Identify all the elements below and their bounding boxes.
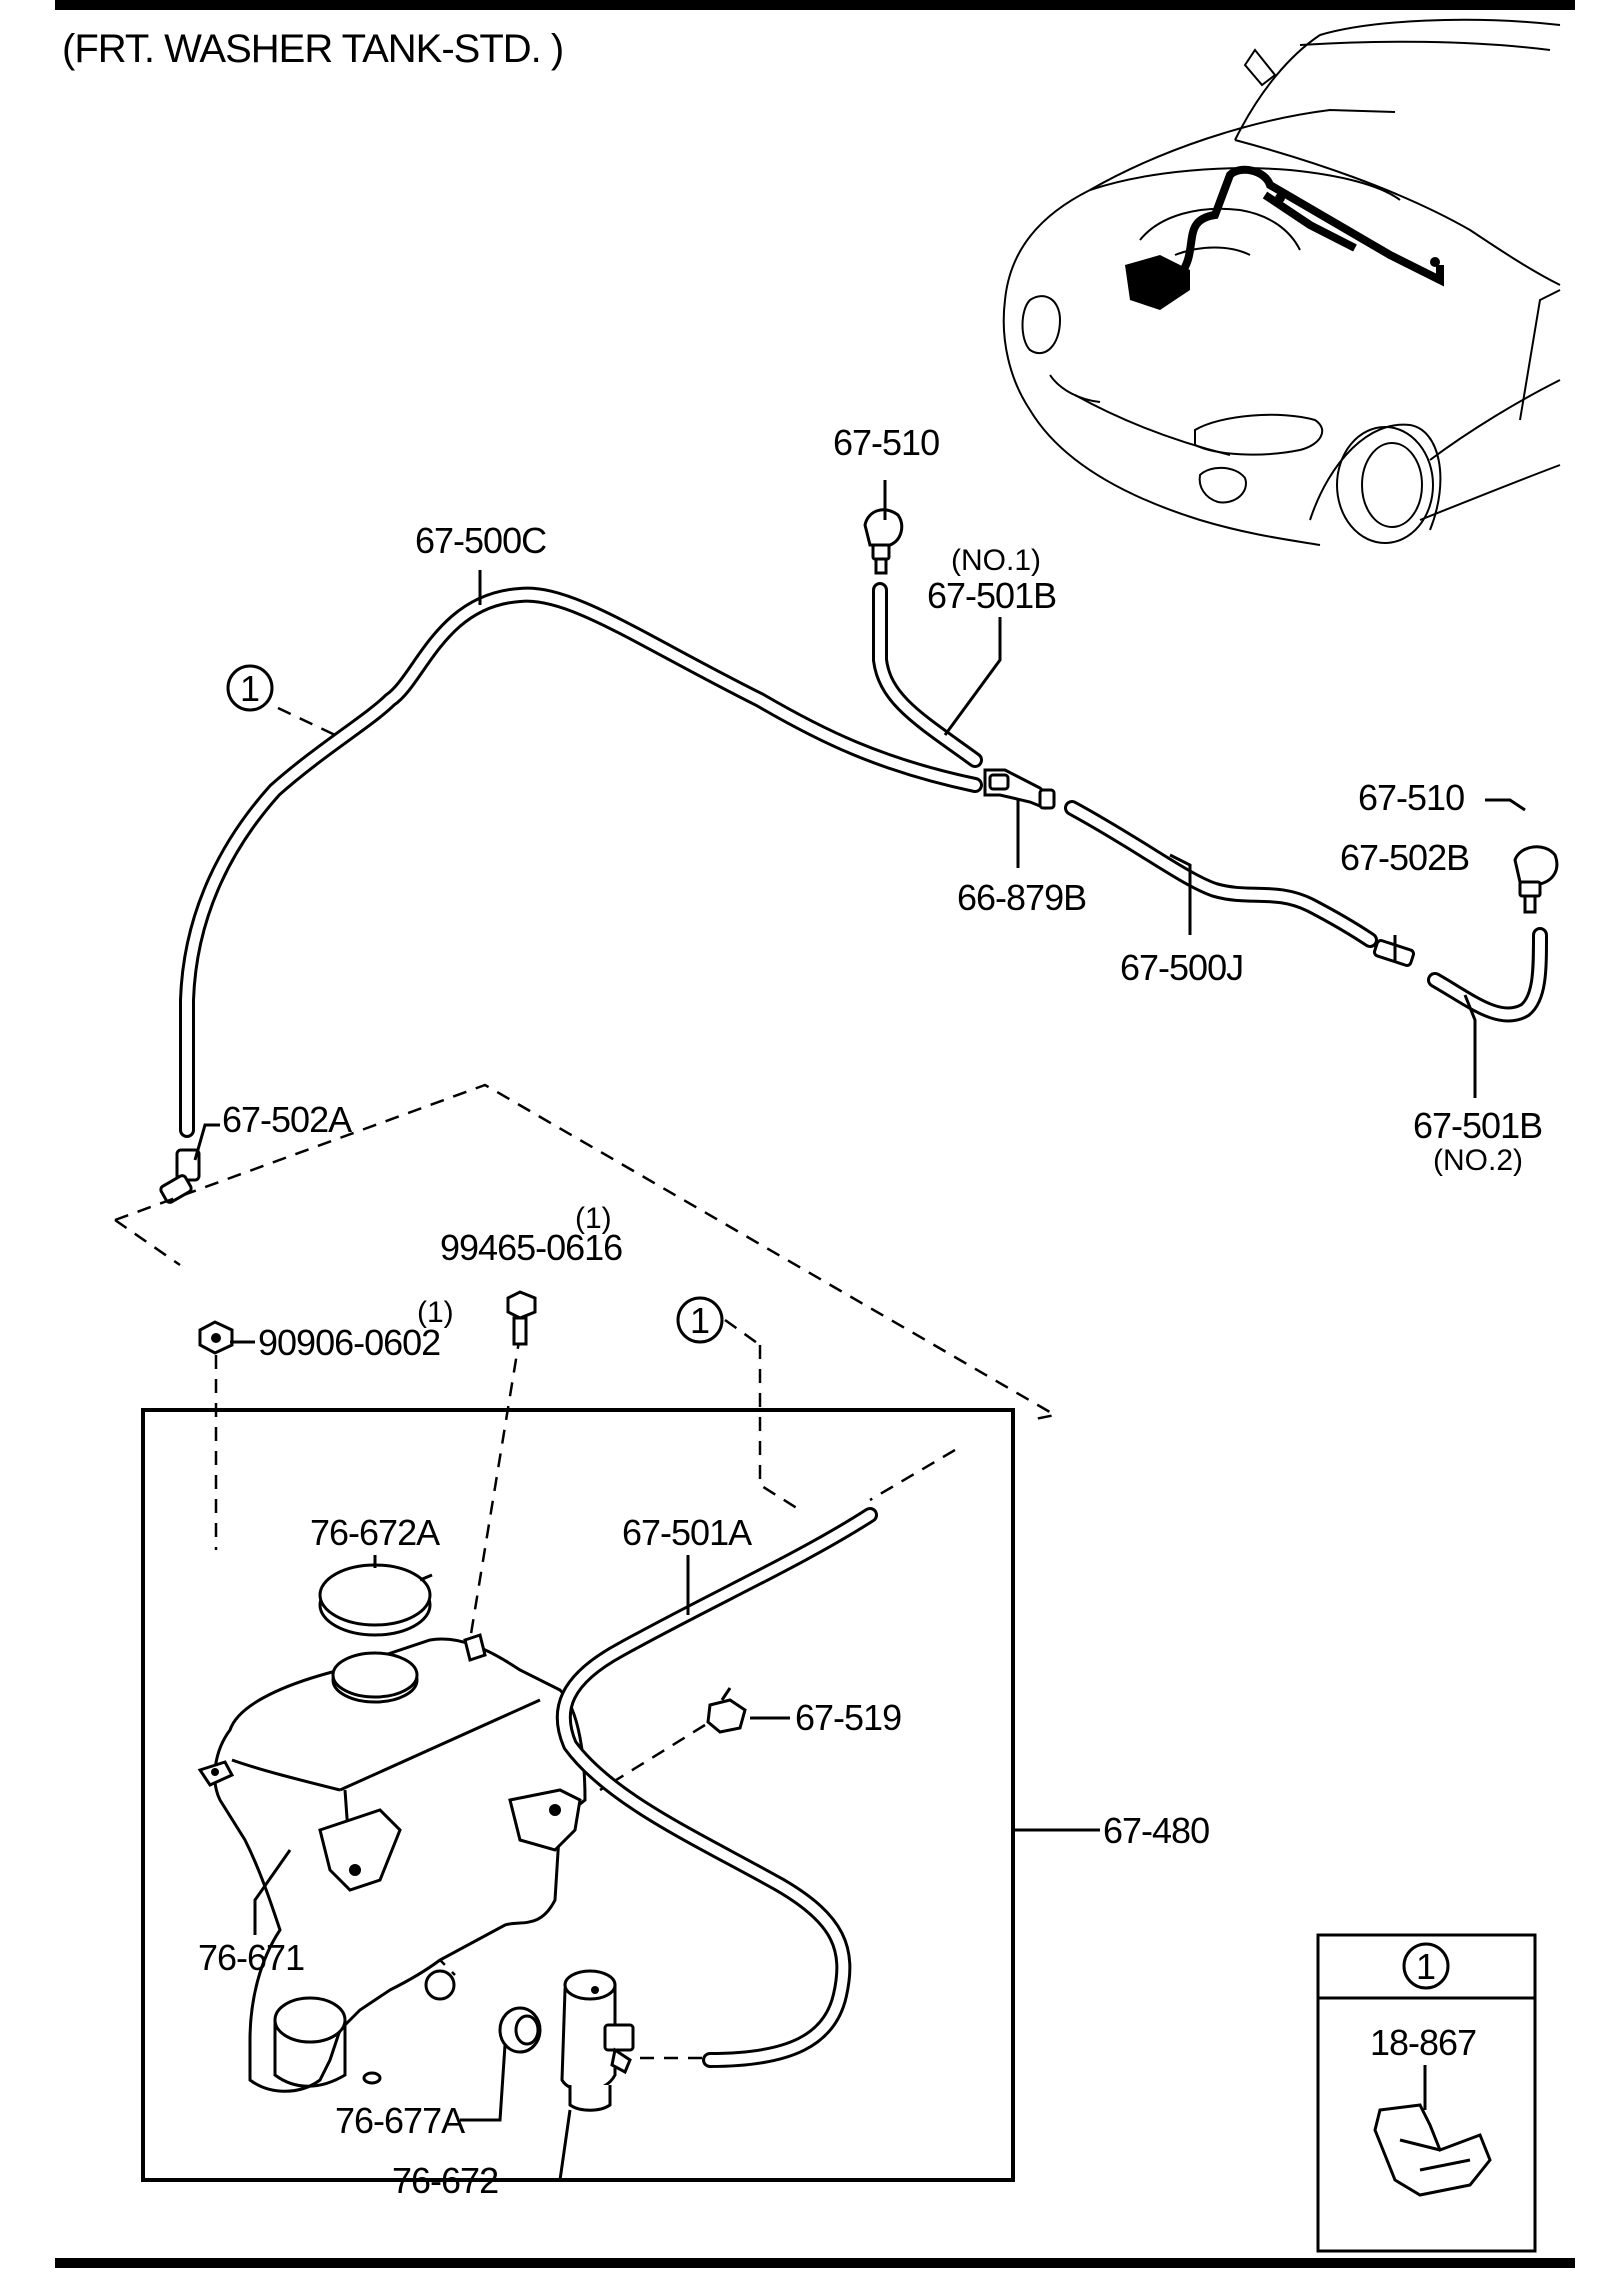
label-99465-0616: 99465-0616: [440, 1227, 622, 1268]
ref-mark-circle-middle: 1: [676, 1296, 724, 1344]
label-76-677A: 76-677A: [335, 2100, 465, 2141]
label-67-510-top: 67-510: [833, 422, 939, 463]
clip-18-867: [1373, 2103, 1492, 2197]
legend-box: 1 18-867: [1316, 1933, 1537, 2253]
label-76-671: 76-671: [198, 1937, 304, 1978]
nut-90906-0602: [198, 1320, 234, 1355]
label-67-500C: 67-500C: [415, 520, 546, 561]
hose-67-501B-no2: [1427, 927, 1548, 1023]
cap-76-672A: [318, 1563, 433, 1637]
label-67-501B-no1-note: (NO.1): [951, 544, 1041, 577]
hose-67-500J: [1064, 800, 1378, 948]
label-67-501B-top: 67-501B: [927, 575, 1056, 616]
label-67-501A: 67-501A: [622, 1512, 752, 1553]
label-67-480: 67-480: [1103, 1810, 1209, 1851]
hose-67-500C: [179, 586, 983, 1138]
assembly-dashed-outline: [114, 1083, 1059, 1422]
joint-66-879B: [983, 768, 1056, 810]
label-76-672A: 76-672A: [310, 1512, 440, 1553]
label-67-500J: 67-500J: [1120, 947, 1243, 988]
hose-67-501A: [555, 1507, 878, 2068]
nozzle-67-510-top: [863, 508, 904, 575]
grommet-76-677A: [498, 2006, 542, 2054]
bottom-border: [55, 2258, 1575, 2268]
svg-text:1: 1: [690, 1300, 709, 1341]
hose-67-501B-no1: [872, 582, 983, 768]
leader-lines: [193, 480, 1526, 2182]
label-67-501B-no2-note: (NO.2): [1433, 1144, 1523, 1177]
label-99465-0616-qty: (1): [575, 1202, 612, 1235]
diagram-title: (FRT. WASHER TANK-STD. ): [62, 27, 563, 71]
vehicle-illustration: [1002, 18, 1561, 546]
tank-assembly-frame: [141, 1408, 1015, 2182]
label-67-510-right: 67-510: [1358, 777, 1464, 818]
label-90906-0602: 90906-0602: [258, 1322, 440, 1363]
label-67-501B-bottom: 67-501B: [1413, 1105, 1542, 1146]
label-67-519: 67-519: [795, 1697, 901, 1738]
label-67-502A: 67-502A: [222, 1099, 352, 1140]
pump-76-672: [560, 1969, 635, 2112]
label-76-672: 76-672: [392, 2160, 498, 2201]
washer-tank-76-671: [197, 1633, 587, 2093]
label-67-502B: 67-502B: [1340, 837, 1469, 878]
top-border: [55, 0, 1575, 10]
label-90906-0602-qty: (1): [417, 1296, 454, 1329]
svg-text:1: 1: [240, 668, 259, 709]
legend-ref-mark: 1: [1416, 1946, 1435, 1987]
label-66-879B: 66-879B: [957, 877, 1086, 918]
nozzle-67-510-right: [1513, 845, 1559, 914]
bolt-99465-0616: [506, 1290, 537, 1346]
joint-67-502A: [159, 1148, 201, 1204]
ref-mark-circle-top: 1: [226, 664, 274, 712]
clip-67-519: [706, 1687, 747, 1734]
legend-part-number: 18-867: [1370, 2022, 1476, 2063]
